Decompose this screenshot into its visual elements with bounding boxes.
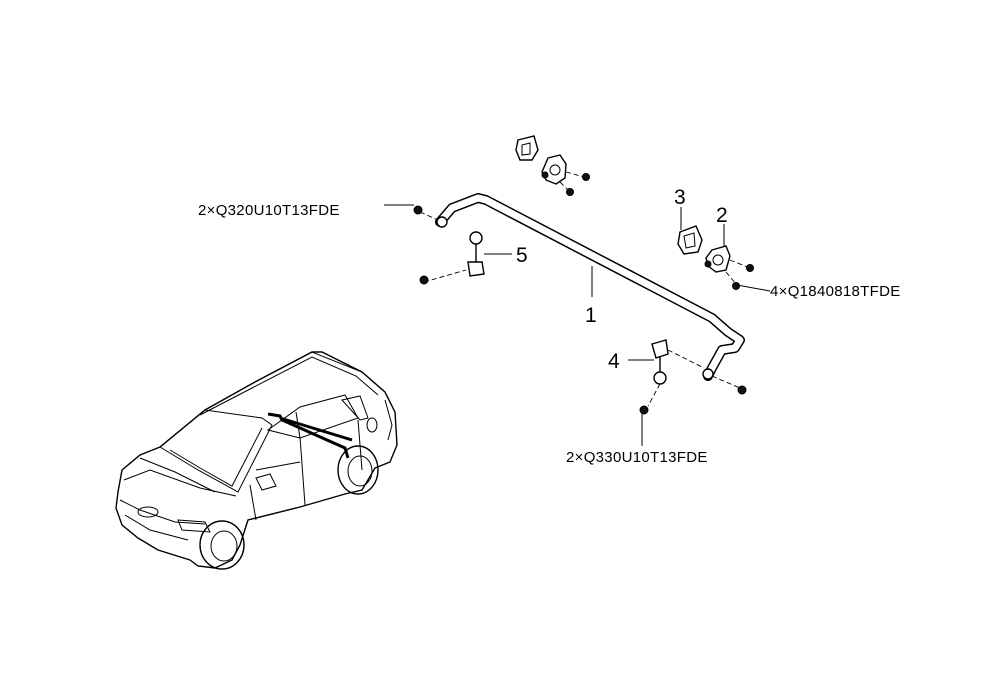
callout-3: 3 — [674, 186, 686, 209]
stabilizer-link-part-5 — [413, 205, 485, 285]
stabilizer-link-part-4 — [639, 339, 747, 415]
fastener-label-top-left: 2×Q320U10T13FDE — [198, 202, 340, 219]
bracket-top — [541, 154, 590, 196]
bushing-top — [515, 135, 539, 161]
callout-5: 5 — [516, 244, 528, 267]
fastener-label-bottom: 2×Q330U10T13FDE — [566, 449, 708, 466]
bracket-part-2 — [704, 245, 754, 290]
fastener-label-right: 4×Q1840818TFDE — [770, 283, 901, 300]
callout-1: 1 — [585, 304, 597, 327]
callout-2: 2 — [716, 204, 728, 227]
callout-4: 4 — [608, 350, 620, 373]
leader-lines — [384, 204, 771, 446]
stabilizer-bar — [435, 193, 745, 381]
vehicle-illustration — [115, 351, 398, 570]
bushing-part-3 — [677, 225, 703, 255]
